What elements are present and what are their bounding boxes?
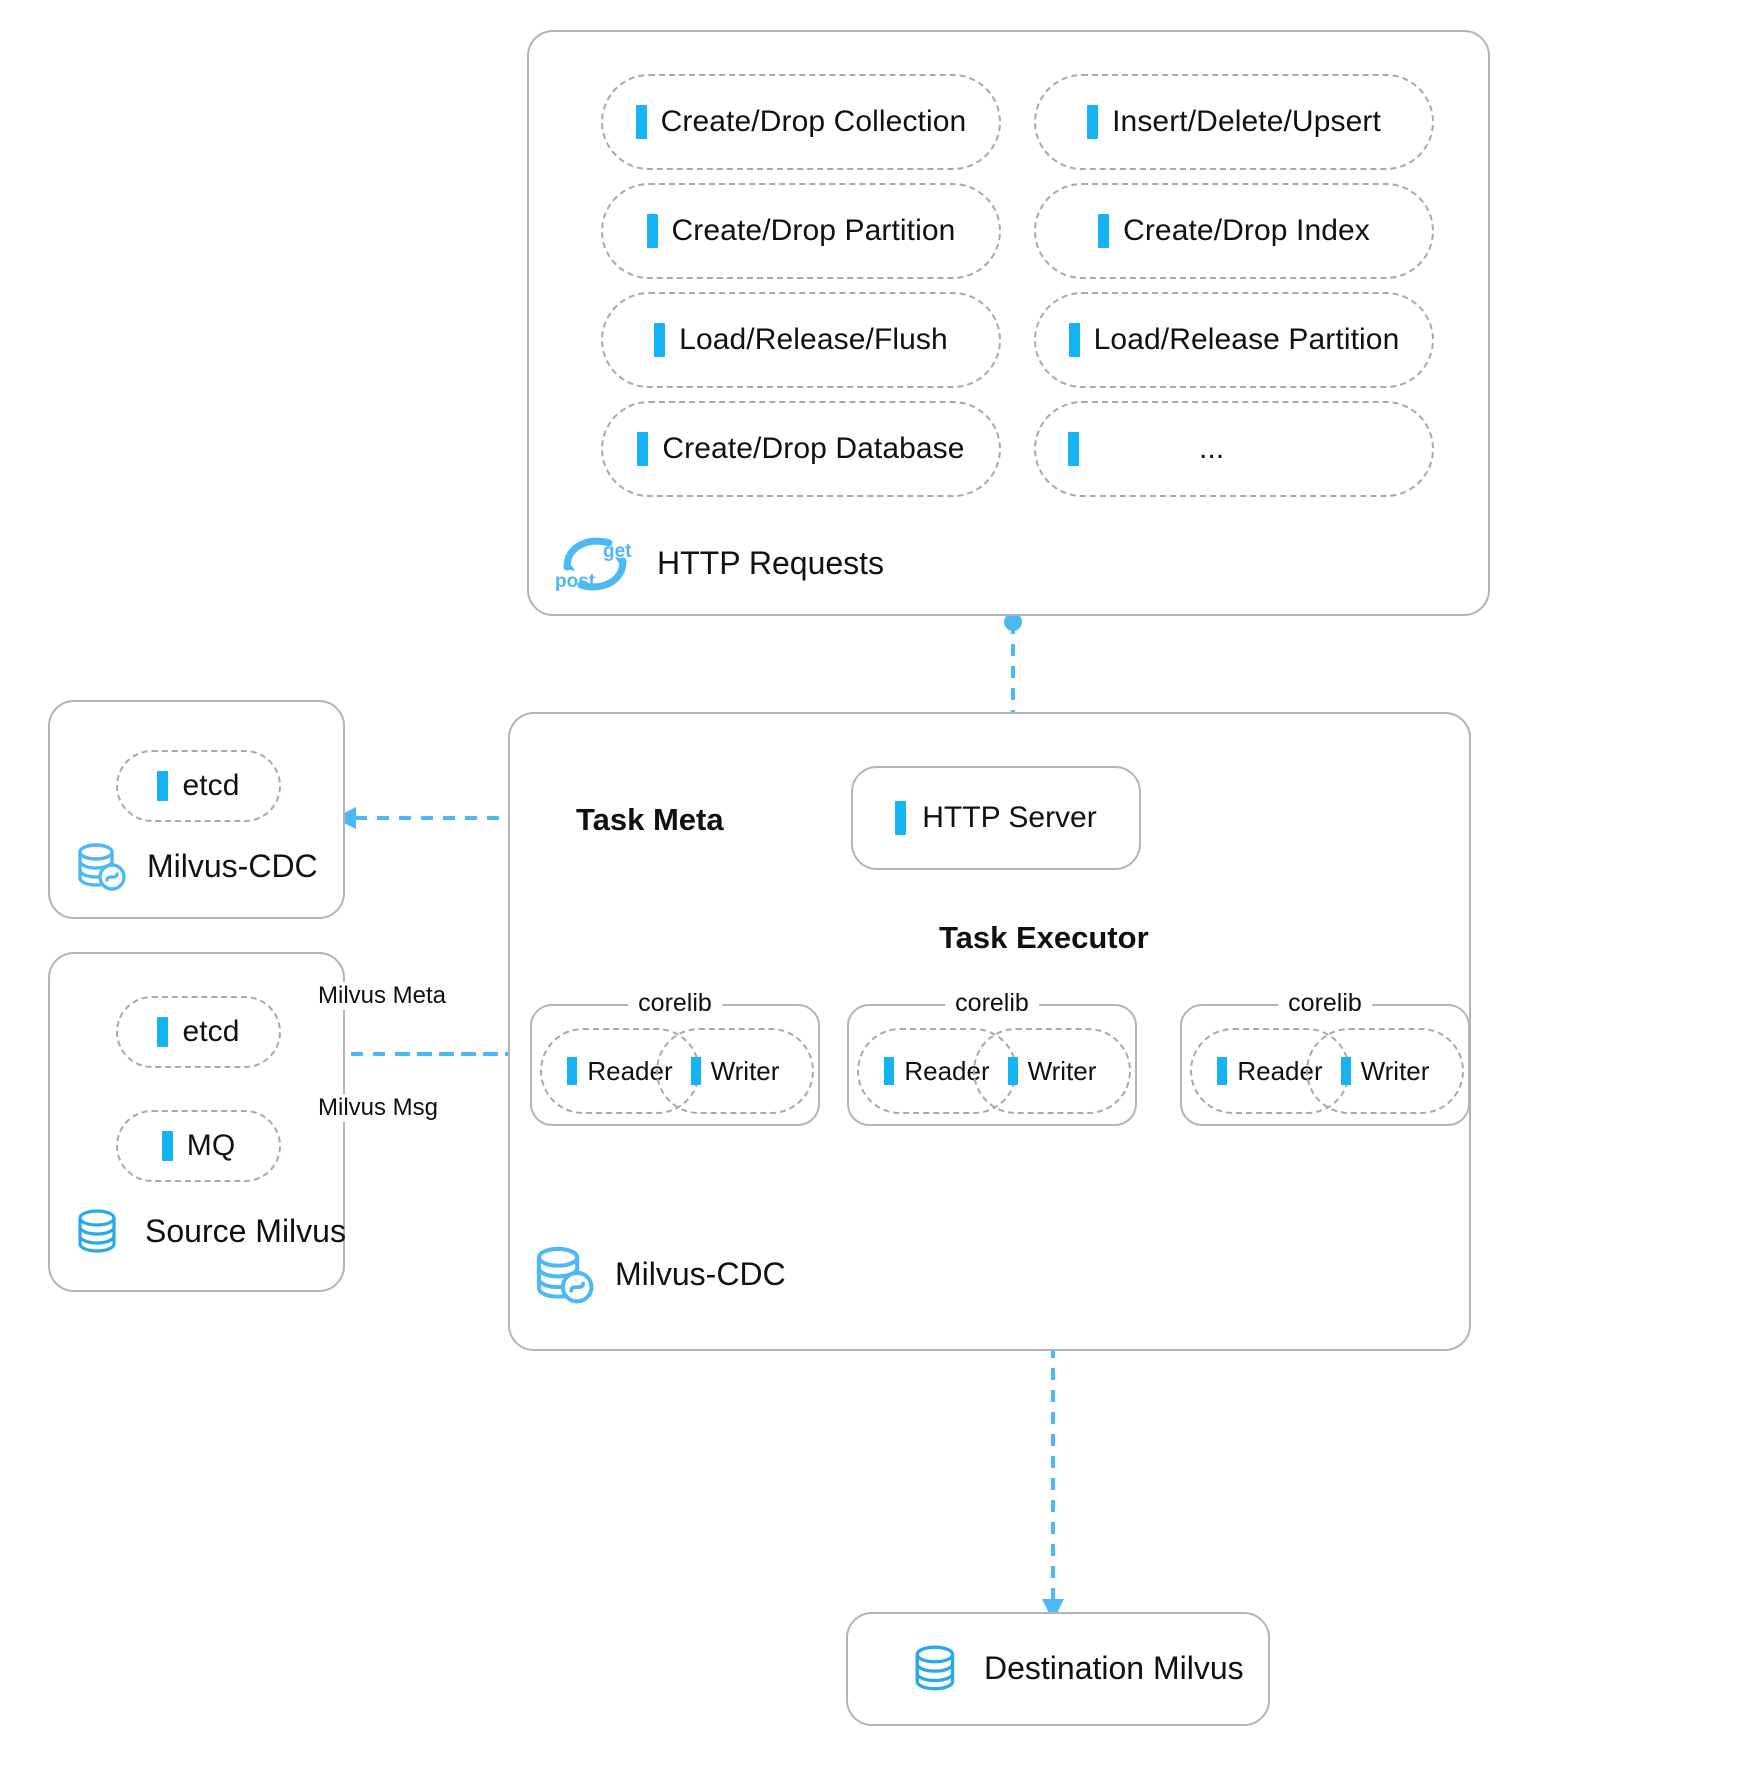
accent-bar-icon [567,1057,578,1085]
accent-bar-icon [895,801,907,835]
writer-label: Writer [1360,1055,1430,1086]
accent-bar-icon [157,1017,169,1047]
task-meta-label: Task Meta [568,802,732,838]
accent-bar-icon [1098,214,1110,248]
database-icon [75,1206,125,1256]
http-requests-footer: get post HTTP Requests [553,527,884,599]
accent-bar-icon [637,432,649,466]
operation-label: Create/Drop Database [662,432,965,465]
cdc-main-title: Milvus-CDC [615,1255,786,1292]
etcd-label: etcd [182,1015,240,1048]
operation-pill[interactable]: Create/Drop Database [601,401,1001,497]
accent-bar-icon [161,1131,173,1161]
operation-pill[interactable]: Load/Release/Flush [601,292,1001,388]
http-server-label: HTTP Server [922,801,1097,834]
operation-pill[interactable]: ... [1034,401,1434,497]
destination-milvus-title: Destination Milvus [984,1649,1244,1686]
accent-bar-icon [690,1057,701,1085]
operation-label: Load/Release/Flush [679,323,948,356]
operation-label: Insert/Delete/Upsert [1112,105,1381,138]
operation-pill[interactable]: Create/Drop Partition [601,183,1001,279]
writer-pill[interactable]: Writer [973,1028,1131,1114]
source-milvus-title: Source Milvus [145,1212,346,1249]
cdc-main-title-row: Milvus-CDC [533,1243,786,1305]
corelib-group: corelib Reader Writer [847,989,1137,1126]
writer-label: Writer [1027,1055,1097,1086]
corelib-group: corelib Reader Writer [1180,989,1470,1126]
etcd-store-pill[interactable]: etcd [116,750,281,822]
http-requests-panel: Create/Drop Collection Insert/Delete/Ups… [527,30,1490,616]
operation-label: Create/Drop Index [1123,214,1370,247]
etcd-label: etcd [182,769,240,802]
task-executor-label: Task Executor [931,920,1157,956]
cdc-meta-title-row: Milvus-CDC [75,840,318,892]
accent-bar-icon [646,214,658,248]
corelib-group: corelib Reader Writer [530,989,820,1126]
accent-bar-icon [654,323,666,357]
database-icon [912,1642,964,1694]
operation-pill[interactable]: Create/Drop Index [1034,183,1434,279]
http-server-node[interactable]: HTTP Server [851,766,1141,870]
corelib-group-label: corelib [945,989,1039,1018]
writer-label: Writer [710,1055,780,1086]
source-milvus-panel: etcd MQ Source Milvus [48,952,346,1292]
mq-label: MQ [186,1129,236,1162]
svg-text:get: get [603,541,632,562]
accent-bar-icon [1340,1057,1351,1085]
operation-label: Create/Drop Partition [671,214,956,247]
operation-pill[interactable]: Load/Release Partition [1034,292,1434,388]
corelib-group-label: corelib [628,989,722,1018]
destination-milvus-row: Destination Milvus [912,1642,1244,1694]
accent-bar-icon [635,105,647,139]
mq-store-pill[interactable]: MQ [116,1110,281,1182]
operation-label: Load/Release Partition [1093,323,1400,356]
milvus-meta-edge-label: Milvus Meta [310,982,455,1010]
database-sync-icon [533,1243,595,1305]
cdc-meta-title: Milvus-CDC [147,847,318,884]
get-post-sync-icon: get post [553,527,637,599]
milvus-msg-edge-label: Milvus Msg [310,1094,447,1122]
accent-bar-icon [1217,1057,1228,1085]
corelib-group-label: corelib [1278,989,1372,1018]
accent-bar-icon [884,1057,895,1085]
http-requests-title: HTTP Requests [657,544,885,581]
accent-bar-icon [1068,432,1079,466]
operation-pill[interactable]: Insert/Delete/Upsert [1034,74,1434,170]
etcd-store-pill[interactable]: etcd [116,996,281,1068]
operation-pill[interactable]: Create/Drop Collection [601,74,1001,170]
accent-bar-icon [1068,323,1080,357]
source-milvus-title-row: Source Milvus [75,1206,346,1256]
accent-bar-icon [157,771,169,801]
writer-pill[interactable]: Writer [656,1028,814,1114]
operation-label: Create/Drop Collection [660,105,967,138]
accent-bar-icon [1007,1057,1018,1085]
cdc-meta-panel: etcd Milvus-CDC [48,700,345,919]
accent-bar-icon [1087,105,1099,139]
svg-text:post: post [555,571,596,592]
operation-label: ... [1199,432,1225,465]
destination-milvus-panel: Destination Milvus [846,1612,1270,1726]
database-sync-icon [75,840,127,892]
writer-pill[interactable]: Writer [1306,1028,1464,1114]
